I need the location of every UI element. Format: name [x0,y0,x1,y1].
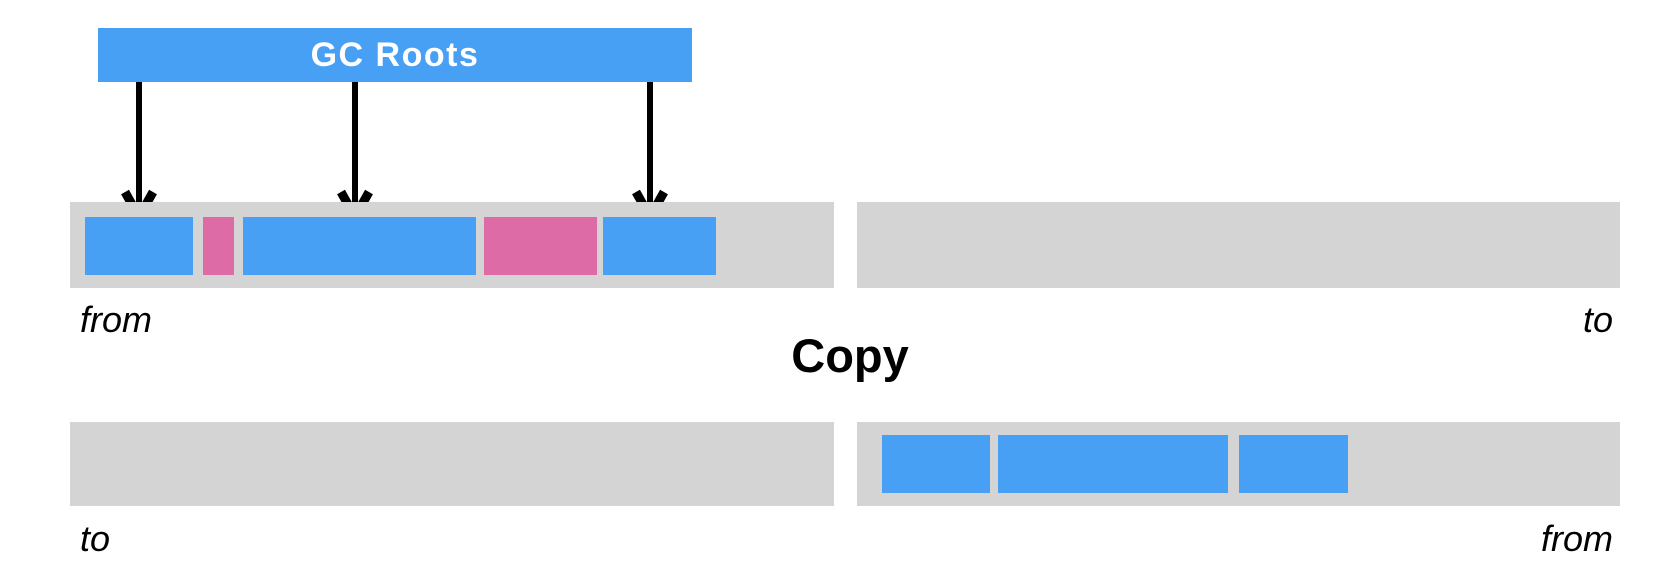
from-space-heap-top [70,202,834,288]
live-object-block [243,217,476,275]
gc-roots-label: GC Roots [310,35,480,74]
from-space-heap-bottom [857,422,1620,506]
to-space-heap-bottom [70,422,834,506]
to-label-top: to [1582,299,1613,340]
to-label-bottom: to [80,518,111,559]
live-object-block [1239,435,1348,493]
arrow-down-icon [632,82,668,227]
from-label-bottom: from [1541,518,1613,559]
arrow-down-icon [121,82,157,227]
live-object-block [882,435,990,493]
garbage-object-block [484,217,597,275]
garbage-object-block [203,217,234,275]
from-label-top: from [80,299,152,340]
copy-label: Copy [791,329,909,382]
live-object-block [603,217,716,275]
arrow-down-icon [337,82,373,227]
to-space-heap-top [857,202,1620,288]
gc-roots-box: GC Roots [98,28,692,82]
live-object-block [85,217,193,275]
live-object-block [998,435,1228,493]
